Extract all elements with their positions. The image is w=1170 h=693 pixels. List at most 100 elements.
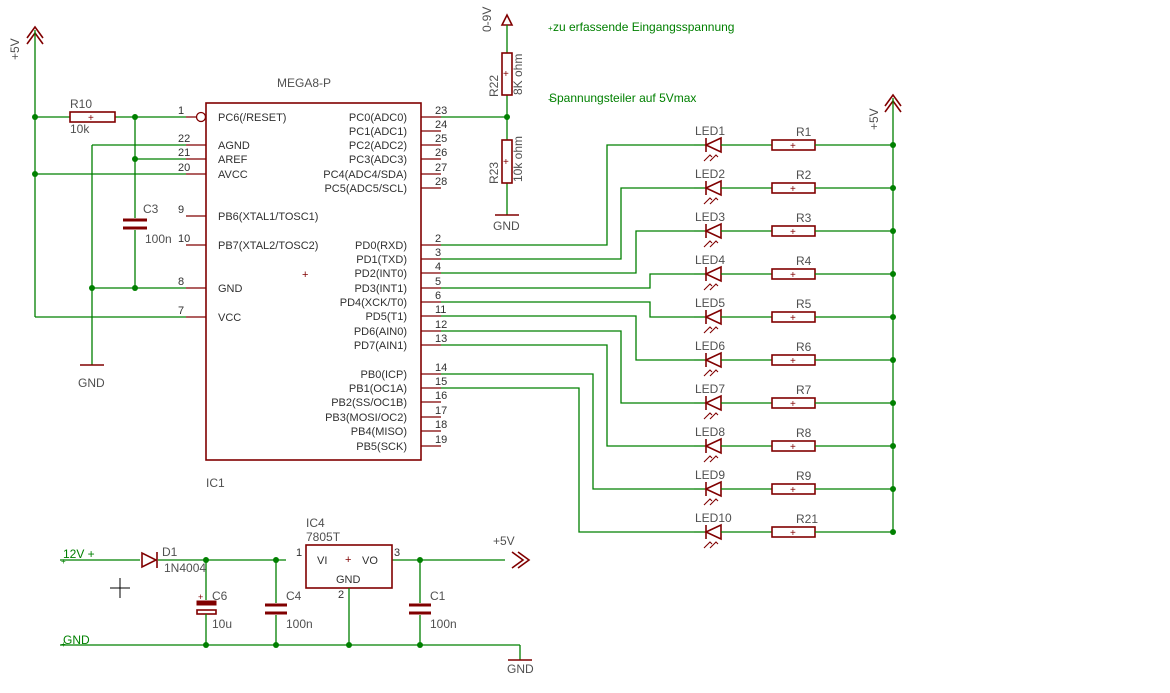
ic4-pin1: 1 [296,547,302,559]
led-icon [704,351,722,369]
mcu-pin-number: 22 [178,133,190,145]
r10-value: 10k [70,122,90,136]
mcu-pin-label: PB5(SCK) [356,441,407,453]
mcu-pin-number: 8 [178,276,184,288]
r23-value: 10k ohm [511,136,525,182]
resistor-r23 [501,139,513,184]
mcu-pin-number: 2 [435,233,441,245]
led-name: LED1 [695,124,725,138]
svg-text:+: + [790,485,796,496]
c3-name: C3 [143,202,159,216]
mcu-pin-label: PC6(/RESET) [218,112,286,124]
mcu-pin-label: PB2(SS/OC1B) [331,397,407,409]
mcu-pin-label: PB0(ICP) [361,369,407,381]
mcu-pin-label: AVCC [218,169,248,181]
mcu-pin-label: PD3(INT1) [354,283,407,295]
ic4-vi: VI [317,555,327,567]
led-name: LED10 [695,511,732,525]
mcu-pin-number: 15 [435,376,447,388]
mcu-pin-number: 24 [435,119,447,131]
d1-name: D1 [162,545,178,559]
mcu-pin-number: 14 [435,362,447,374]
resistor-r22 [501,52,513,96]
mcu-pin-number: 28 [435,176,447,188]
mcu-pin-number: 9 [178,204,184,216]
mcu-pin-number: 26 [435,147,447,159]
vcc-reg-arrow-icon [511,551,531,569]
mcu-name: MEGA8-P [277,76,331,90]
mcu-pin-number: 4 [435,261,441,273]
resistor-name: R7 [796,383,812,397]
r10-name: R10 [70,97,92,111]
mcu-body [205,102,422,461]
mcu-pin-number: 6 [435,290,441,302]
svg-text:+: + [503,69,509,80]
led-light-icon [703,154,719,162]
mcu-pin-label: PB4(MISO) [351,426,407,438]
svg-text:+: + [198,592,203,602]
mcu-pin-label: PC1(ADC1) [349,126,407,138]
resistor-name: R9 [796,469,812,483]
mcu-pin-number: 18 [435,419,447,431]
led-light-icon [703,455,719,463]
resistor-name: R3 [796,211,812,225]
power-supply: + 12V + D1 1N4004 +5V IC4 7805T VI VO GN… [60,516,534,676]
cursor-crosshair-icon [110,578,130,598]
r22-value: 8K ohm [511,54,525,95]
led-icon [704,480,722,498]
led-icon [704,136,722,154]
vcc-right-label: +5V [867,108,881,130]
mcu-pin-number: 7 [178,305,184,317]
mcu-pin-number: 12 [435,319,447,331]
reset-inverter-icon [195,111,207,123]
led-name: LED9 [695,468,725,482]
mcu-pin-label: VCC [218,312,241,324]
led-light-icon [703,197,719,205]
ic4-vo: VO [362,555,378,567]
resistor-name: R6 [796,340,812,354]
c4-value: 100n [286,617,313,631]
gnd-divider-label: GND [493,219,520,233]
input-terminal-icon [500,13,514,26]
vcc-reg-label: +5V [493,534,515,548]
resistor-name: R2 [796,168,812,182]
note-input-voltage: zu erfassende Eingangsspannung [553,20,734,34]
svg-text:+: + [790,227,796,238]
mcu-pin-label: PC2(ADC2) [349,140,407,152]
mcu-pin-label: PB3(MOSI/OC2) [325,412,407,424]
ic4-name: IC4 [306,516,325,530]
svg-text:+: + [88,113,94,124]
mcu-pin-label: PD2(INT0) [354,268,407,280]
mcu-pin-number: 5 [435,276,441,288]
mcu-pin-label: PB6(XTAL1/TOSC1) [218,211,318,223]
diode-d1-icon [141,551,158,569]
mcu-ic1: MEGA8-P IC1 + 1PC6(/RESET)22AGND21AREF20… [178,76,447,490]
svg-text:+: + [790,442,796,453]
capacitor-c3: C3 100n [123,202,172,246]
mcu-left-pins: 1PC6(/RESET)22AGND21AREF20AVCC9PB6(XTAL1… [178,105,318,324]
mcu-pin-number: 3 [435,247,441,259]
ic4-pin2: 2 [338,589,344,601]
mcu-pin-number: 23 [435,105,447,117]
mcu-pin-label: PD0(RXD) [355,240,407,252]
led-name: LED3 [695,210,725,224]
resistor-name: R4 [796,254,812,268]
led-icon [704,222,722,240]
led-name: LED4 [695,253,725,267]
c4-name: C4 [286,589,302,603]
mcu-right-pins: PC0(ADC0)23PC1(ADC1)24PC2(ADC2)25PC3(ADC… [323,105,447,453]
resistor-name: R8 [796,426,812,440]
led-name: LED6 [695,339,725,353]
mcu-pin-number: 27 [435,162,447,174]
led-icon [704,437,722,455]
note-divider: Spannungsteiler auf 5Vmax [549,91,696,105]
input-gnd-label: GND [63,633,90,647]
